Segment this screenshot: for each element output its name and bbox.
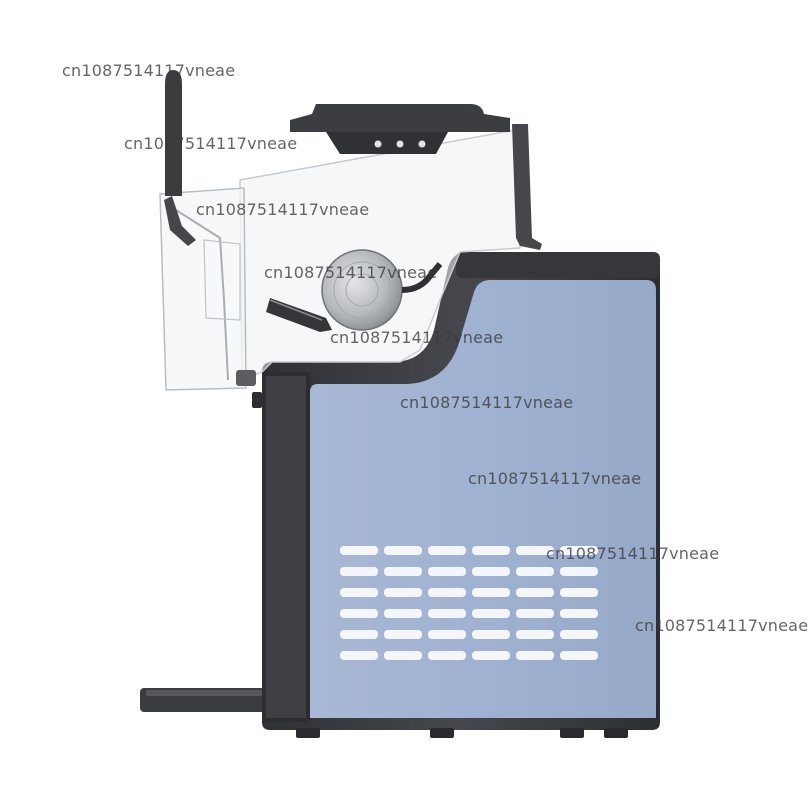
watermark-text: cn1087514117vneae <box>330 328 504 347</box>
machine-feet <box>296 728 628 738</box>
tap-nozzle <box>236 370 256 386</box>
watermark-text: cn1087514117vneae <box>124 134 298 153</box>
lever-handle <box>164 70 196 246</box>
lid-clip <box>512 124 542 250</box>
vent-grille <box>340 546 598 660</box>
watermark-text: cn1087514117vneae <box>400 393 574 412</box>
blue-side-panel <box>310 280 656 718</box>
top-cap <box>456 252 660 278</box>
control-dial <box>321 249 443 331</box>
front-panel-face <box>266 376 306 718</box>
watermark-text: cn1087514117vneae <box>546 544 720 563</box>
drip-tray <box>140 688 270 712</box>
watermark-text: cn1087514117vneae <box>196 200 370 219</box>
watermark-text: cn1087514117vneae <box>468 469 642 488</box>
watermark-text: cn1087514117vneae <box>635 616 808 635</box>
watermark-text: cn1087514117vneae <box>264 263 438 282</box>
watermark-text: cn1087514117vneae <box>62 61 236 80</box>
dispense-tap <box>266 298 332 332</box>
tap-outlet <box>252 392 262 408</box>
tank-lid <box>290 104 510 154</box>
